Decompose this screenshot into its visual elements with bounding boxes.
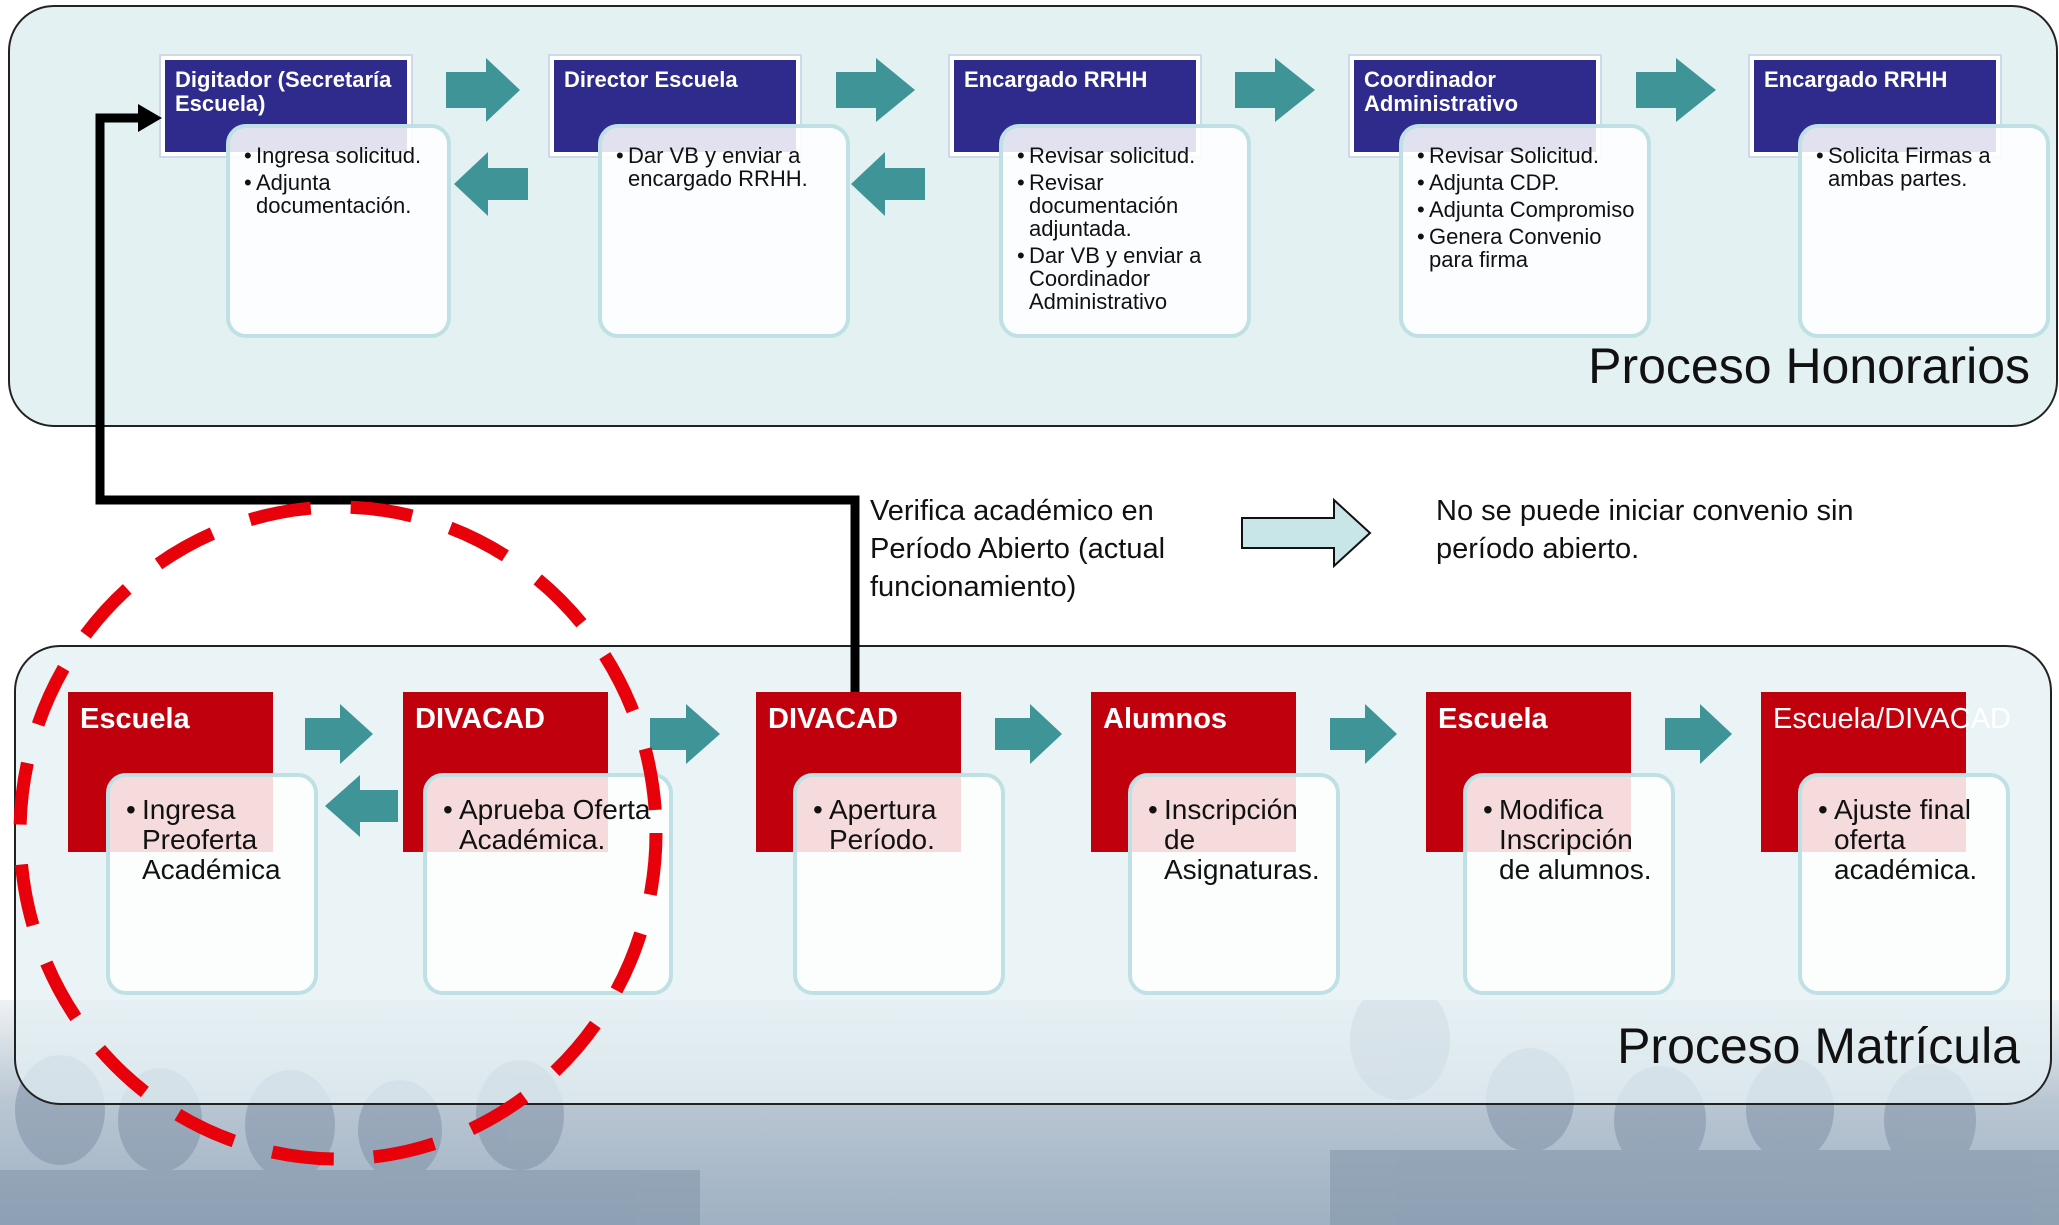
arrow-right-icon (650, 704, 720, 764)
step-item: Inscripción de Asignaturas. (1148, 795, 1328, 885)
step-card: Modifica Inscripción de alumnos. (1463, 773, 1675, 995)
step-item: Ajuste final oferta académica. (1818, 795, 1998, 885)
arrow-right-icon (305, 704, 373, 764)
step-card: Apertura Período. (793, 773, 1005, 995)
step-item: Dar VB y enviar a Coordinador Administra… (1017, 244, 1237, 313)
step-item: Adjunta Compromiso (1417, 198, 1637, 221)
step-item: Adjunta documentación. (244, 171, 437, 217)
step-card: Solicita Firmas a ambas partes. (1798, 124, 2050, 338)
step-card: Ingresa solicitud. Adjunta documentación… (226, 124, 451, 338)
step-card: Inscripción de Asignaturas. (1128, 773, 1340, 995)
arrow-right-icon (1665, 704, 1732, 764)
step-item: Dar VB y enviar a encargado RRHH. (616, 144, 836, 190)
step-item: Genera Convenio para firma (1417, 225, 1637, 271)
step-item: Adjunta CDP. (1417, 171, 1637, 194)
arrow-right-icon (995, 704, 1062, 764)
arrow-right-icon (1636, 58, 1716, 122)
connector-line (95, 113, 860, 692)
step-item: Aprueba Oferta Académica. (443, 795, 661, 855)
step-item: Modifica Inscripción de alumnos. (1483, 795, 1663, 885)
step-item: Revisar documentación adjuntada. (1017, 171, 1237, 240)
step-card: Revisar solicitud. Revisar documentación… (999, 124, 1251, 338)
step-item: Revisar solicitud. (1017, 144, 1237, 167)
step-card: Revisar Solicitud. Adjunta CDP. Adjunta … (1399, 124, 1651, 338)
step-card: Dar VB y enviar a encargado RRHH. (598, 124, 850, 338)
arrow-left-icon (325, 775, 398, 837)
step-card: Ingresa Preoferta Académica (106, 773, 318, 995)
panel-title: Proceso Matrícula (1617, 1018, 2020, 1074)
outlined-arrow-icon (1241, 497, 1372, 569)
panel-title: Proceso Honorarios (1588, 338, 2030, 394)
step-item: Ingresa solicitud. (244, 144, 437, 167)
arrow-left-icon (454, 152, 528, 216)
arrow-right-icon (1235, 58, 1315, 122)
arrow-left-icon (851, 152, 925, 216)
step-item: Solicita Firmas a ambas partes. (1816, 144, 2036, 190)
arrow-right-icon (1330, 704, 1397, 764)
note-verifica: Verifica académico en Período Abierto (a… (870, 495, 1166, 603)
arrow-right-icon (446, 58, 520, 122)
dashed-highlight-ellipse (13, 500, 663, 1166)
connector-arrowhead-icon (138, 104, 162, 132)
step-item: Apertura Período. (813, 795, 993, 855)
arrow-right-icon (836, 58, 915, 122)
step-card: Ajuste final oferta académica. (1798, 773, 2010, 995)
step-item: Ingresa Preoferta Académica (126, 795, 306, 885)
note-no-se-puede: No se puede iniciar convenio sin período… (1436, 495, 1854, 565)
step-item: Revisar Solicitud. (1417, 144, 1637, 167)
